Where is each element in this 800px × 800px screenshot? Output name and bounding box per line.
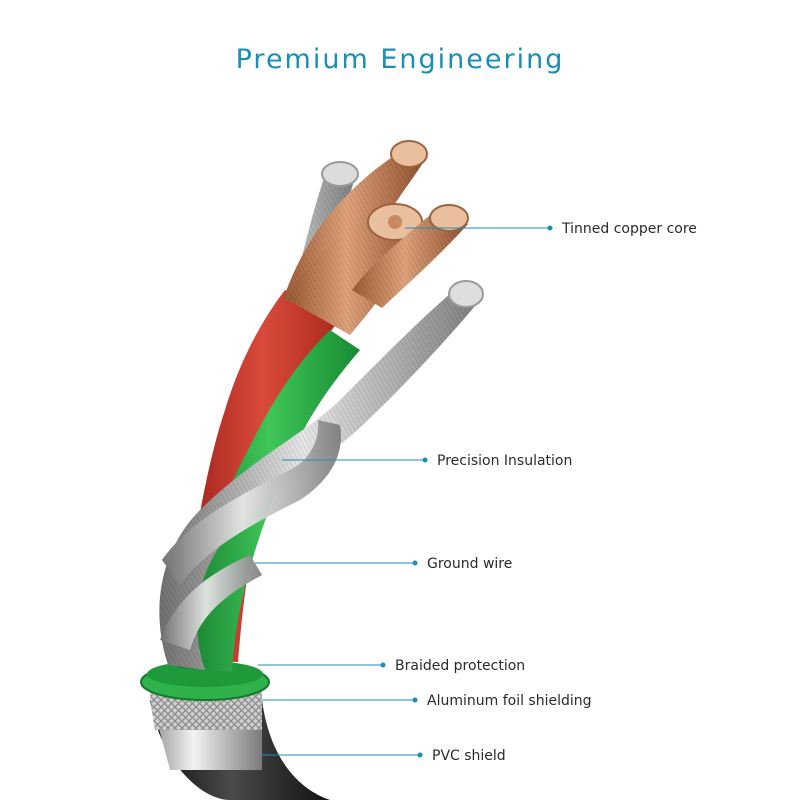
callout-precision-insulation: Precision Insulation xyxy=(437,453,572,469)
callout-ground-wire: Ground wire xyxy=(427,556,512,572)
callout-braided-protection: Braided protection xyxy=(395,658,525,674)
callout-pvc-shield: PVC shield xyxy=(432,748,506,764)
callout-tinned-copper-core: Tinned copper core xyxy=(562,221,697,237)
callout-aluminum-foil-shielding: Aluminum foil shielding xyxy=(427,693,592,709)
